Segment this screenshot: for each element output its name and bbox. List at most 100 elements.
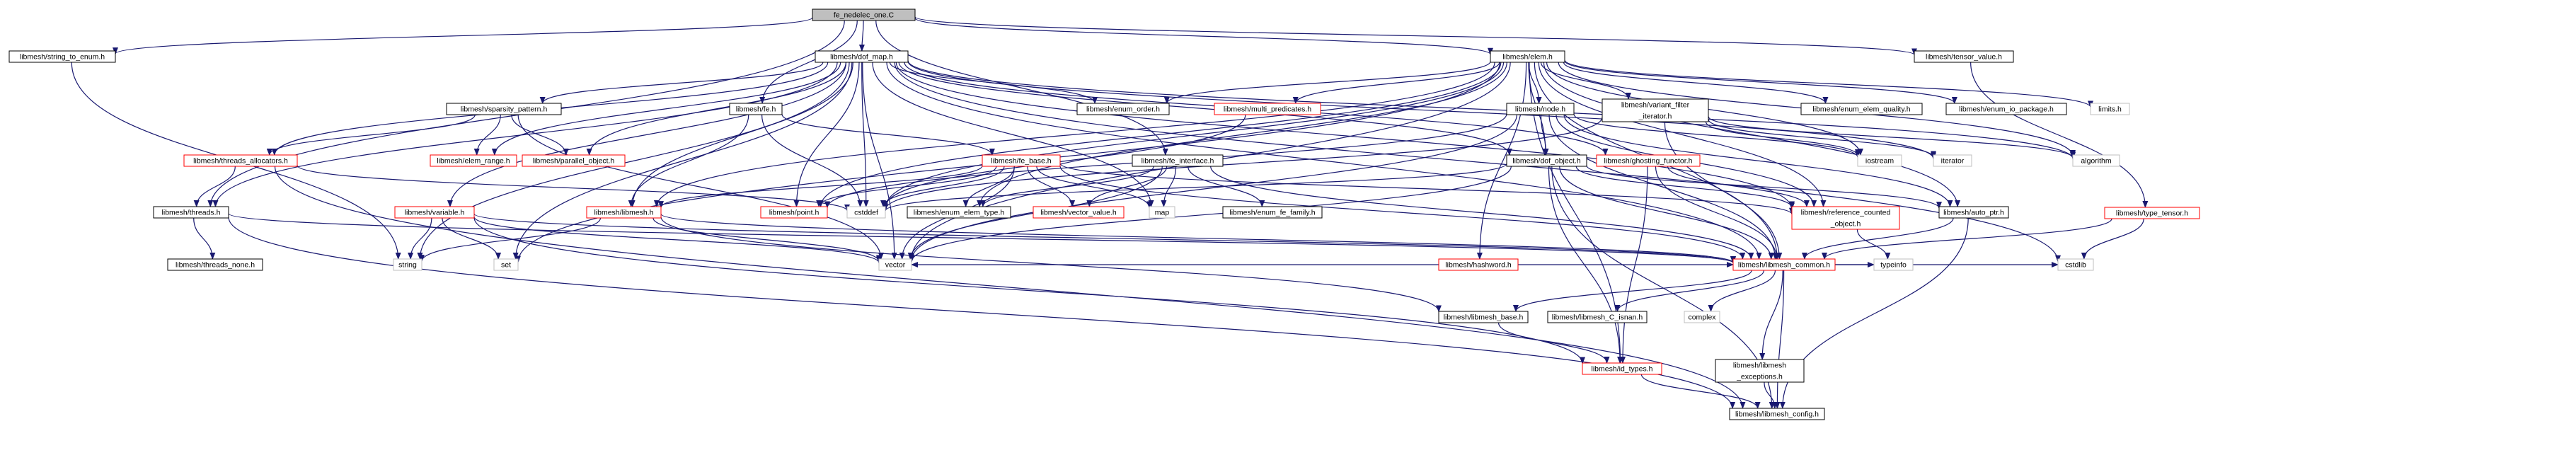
- node-id-types[interactable]: libmesh/id_types.h: [1582, 362, 1662, 375]
- node-elem-range[interactable]: libmesh/elem_range.h: [430, 154, 517, 167]
- node-box: [1490, 50, 1565, 63]
- edge-libmesh_common-to-libmesh_config: [1774, 270, 1785, 409]
- edge-libmesh_common-to-libmesh_exceptions: [1759, 270, 1783, 360]
- node-elem[interactable]: libmesh/elem.h: [1490, 50, 1565, 63]
- edge-dof_map-to-dof_object: [898, 62, 1512, 156]
- edge-elem-to-enum_order: [1163, 61, 1491, 104]
- node-label: libmesh/libmesh_config.h: [1735, 410, 1819, 418]
- edge-elem-to-libmesh: [654, 62, 1495, 207]
- node-box: [1945, 103, 2067, 115]
- edge-variant_filter_iterator-to-algorithm: [1708, 116, 2076, 159]
- edge-fe-to-cstddef: [761, 114, 863, 207]
- node-enum-io-package[interactable]: libmesh/enum_io_package.h: [1945, 103, 2067, 115]
- edge-sparsity_pattern-to-threads_allocators: [266, 114, 476, 156]
- node-hashword[interactable]: libmesh/hashword.h: [1438, 258, 1519, 271]
- node-box: [586, 206, 662, 219]
- node-complex: complex: [1684, 311, 1720, 323]
- edge-type_tensor-to-cstdlib: [2081, 218, 2144, 260]
- node-threads[interactable]: libmesh/threads.h: [153, 206, 229, 219]
- node-libmesh-C-isnan[interactable]: libmesh/libmesh_C_isnan.h: [1547, 311, 1648, 323]
- node-threads-none[interactable]: libmesh/threads_none.h: [167, 258, 263, 271]
- edge-elem-to-multi_predicates: [1292, 62, 1500, 104]
- node-label: libmesh/hashword.h: [1445, 260, 1512, 269]
- node-enum-order[interactable]: libmesh/enum_order.h: [1076, 103, 1170, 115]
- node-libmesh-config[interactable]: libmesh/libmesh_config.h: [1729, 408, 1825, 420]
- node-box: [1149, 206, 1175, 219]
- node-box: [1791, 206, 1900, 230]
- edge-fe_base-to-libmesh: [658, 165, 983, 209]
- node-box: [1933, 154, 1972, 167]
- node-libmesh-base[interactable]: libmesh/libmesh_base.h: [1438, 311, 1529, 323]
- node-label: libmesh/enum_order.h: [1086, 105, 1160, 113]
- edge-dof_map-to-threads: [212, 62, 838, 207]
- node-dof-map[interactable]: libmesh/dof_map.h: [815, 50, 909, 63]
- node-vector-value[interactable]: libmesh/vector_value.h: [1033, 206, 1125, 219]
- edge-elem-to-hashword: [1476, 62, 1527, 260]
- node-label: libmesh/elem.h: [1502, 52, 1553, 61]
- node-string-to-enum[interactable]: libmesh/string_to_enum.h: [8, 50, 116, 63]
- node-box: [1506, 103, 1575, 115]
- node-label: libmesh/vector_value.h: [1040, 208, 1117, 217]
- node-variant-filter-iterator[interactable]: libmesh/variant_filter_iterator.h: [1602, 98, 1709, 122]
- node-point[interactable]: libmesh/point.h: [760, 206, 828, 219]
- node-threads-allocators[interactable]: libmesh/threads_allocators.h: [183, 154, 298, 167]
- node-box: [1596, 154, 1701, 167]
- node-label: libmesh/dof_object.h: [1512, 156, 1580, 165]
- node-root[interactable]: fe_nedelec_one.C: [812, 8, 916, 21]
- node-label: libmesh/multi_predicates.h: [1224, 105, 1311, 113]
- node-label: libmesh/variant_filter: [1621, 100, 1690, 109]
- node-label: libmesh/threads_allocators.h: [193, 156, 288, 165]
- node-libmesh-common[interactable]: libmesh/libmesh_common.h: [1732, 258, 1836, 271]
- node-fe[interactable]: libmesh/fe.h: [729, 103, 783, 115]
- node-label: complex: [1688, 313, 1716, 321]
- node-enum-fe-family[interactable]: libmesh/enum_fe_family.h: [1222, 206, 1323, 219]
- node-reference-counted-object[interactable]: libmesh/reference_counted_object.h: [1791, 206, 1900, 230]
- node-box: [1582, 362, 1662, 375]
- node-enum-elem-type[interactable]: libmesh/enum_elem_type.h: [907, 206, 1011, 219]
- node-auto-ptr[interactable]: libmesh/auto_ptr.h: [1938, 206, 2009, 219]
- node-fe-interface[interactable]: libmesh/fe_interface.h: [1132, 154, 1224, 167]
- edge-node-to-libmesh_common: [1548, 114, 1778, 260]
- node-box: [1715, 359, 1805, 383]
- node-label: libmesh/threads_none.h: [176, 260, 255, 269]
- node-dof-object[interactable]: libmesh/dof_object.h: [1506, 154, 1587, 167]
- node-multi-predicates[interactable]: libmesh/multi_predicates.h: [1214, 103, 1321, 115]
- edge-variant_filter_iterator-to-libmesh_common: [1664, 121, 1783, 260]
- edge-elem-to-limits: [1564, 59, 2093, 108]
- node-box: [760, 206, 828, 219]
- node-libmesh[interactable]: libmesh/libmesh.h: [586, 206, 662, 219]
- edge-dof_map-to-elem_range: [491, 62, 841, 156]
- node-type-tensor[interactable]: libmesh/type_tensor.h: [2104, 207, 2200, 219]
- node-label: libmesh/libmesh_common.h: [1738, 260, 1830, 269]
- node-variable[interactable]: libmesh/variable.h: [394, 206, 475, 219]
- node-parallel-object[interactable]: libmesh/parallel_object.h: [522, 154, 626, 167]
- node-enum-elem-quality[interactable]: libmesh/enum_elem_quality.h: [1800, 103, 1923, 115]
- node-label: map: [1155, 208, 1170, 217]
- node-label: libmesh/fe_interface.h: [1142, 156, 1214, 165]
- node-label: libmesh/ghosting_functor.h: [1604, 156, 1693, 165]
- node-box: [522, 154, 626, 167]
- node-box: [1214, 103, 1321, 115]
- node-fe-base[interactable]: libmesh/fe_base.h: [982, 154, 1061, 167]
- node-ghosting-functor[interactable]: libmesh/ghosting_functor.h: [1596, 154, 1701, 167]
- edge-dof_object-to-vector: [909, 166, 1512, 263]
- edge-threads-to-threads_none: [193, 217, 216, 260]
- node-label: libmesh/string_to_enum.h: [20, 52, 105, 61]
- edge-node-to-auto_ptr: [1563, 114, 1953, 207]
- edge-root-to-tensor_value: [914, 16, 1917, 56]
- node-libmesh-exceptions[interactable]: libmesh/libmesh_exceptions.h: [1715, 359, 1805, 383]
- edge-libmesh-to-libmesh_base: [660, 217, 1442, 313]
- edge-node-to-dof_object: [1540, 114, 1549, 156]
- node-label: libmesh/id_types.h: [1592, 364, 1653, 373]
- node-tensor-value[interactable]: libmesh/tensor_value.h: [1914, 50, 2014, 63]
- edge-dof_map-to-vector: [862, 62, 897, 260]
- node-label: libmesh/libmesh: [1733, 361, 1786, 369]
- node-label: libmesh/libmesh_C_isnan.h: [1552, 313, 1643, 321]
- node-node[interactable]: libmesh/node.h: [1506, 103, 1575, 115]
- edge-sparsity_pattern-to-vector: [517, 114, 884, 260]
- node-label: vector: [885, 260, 906, 269]
- edge-node-to-vector: [909, 114, 1517, 262]
- node-box: [493, 258, 519, 271]
- node-sparsity-pattern[interactable]: libmesh/sparsity_pattern.h: [446, 103, 562, 115]
